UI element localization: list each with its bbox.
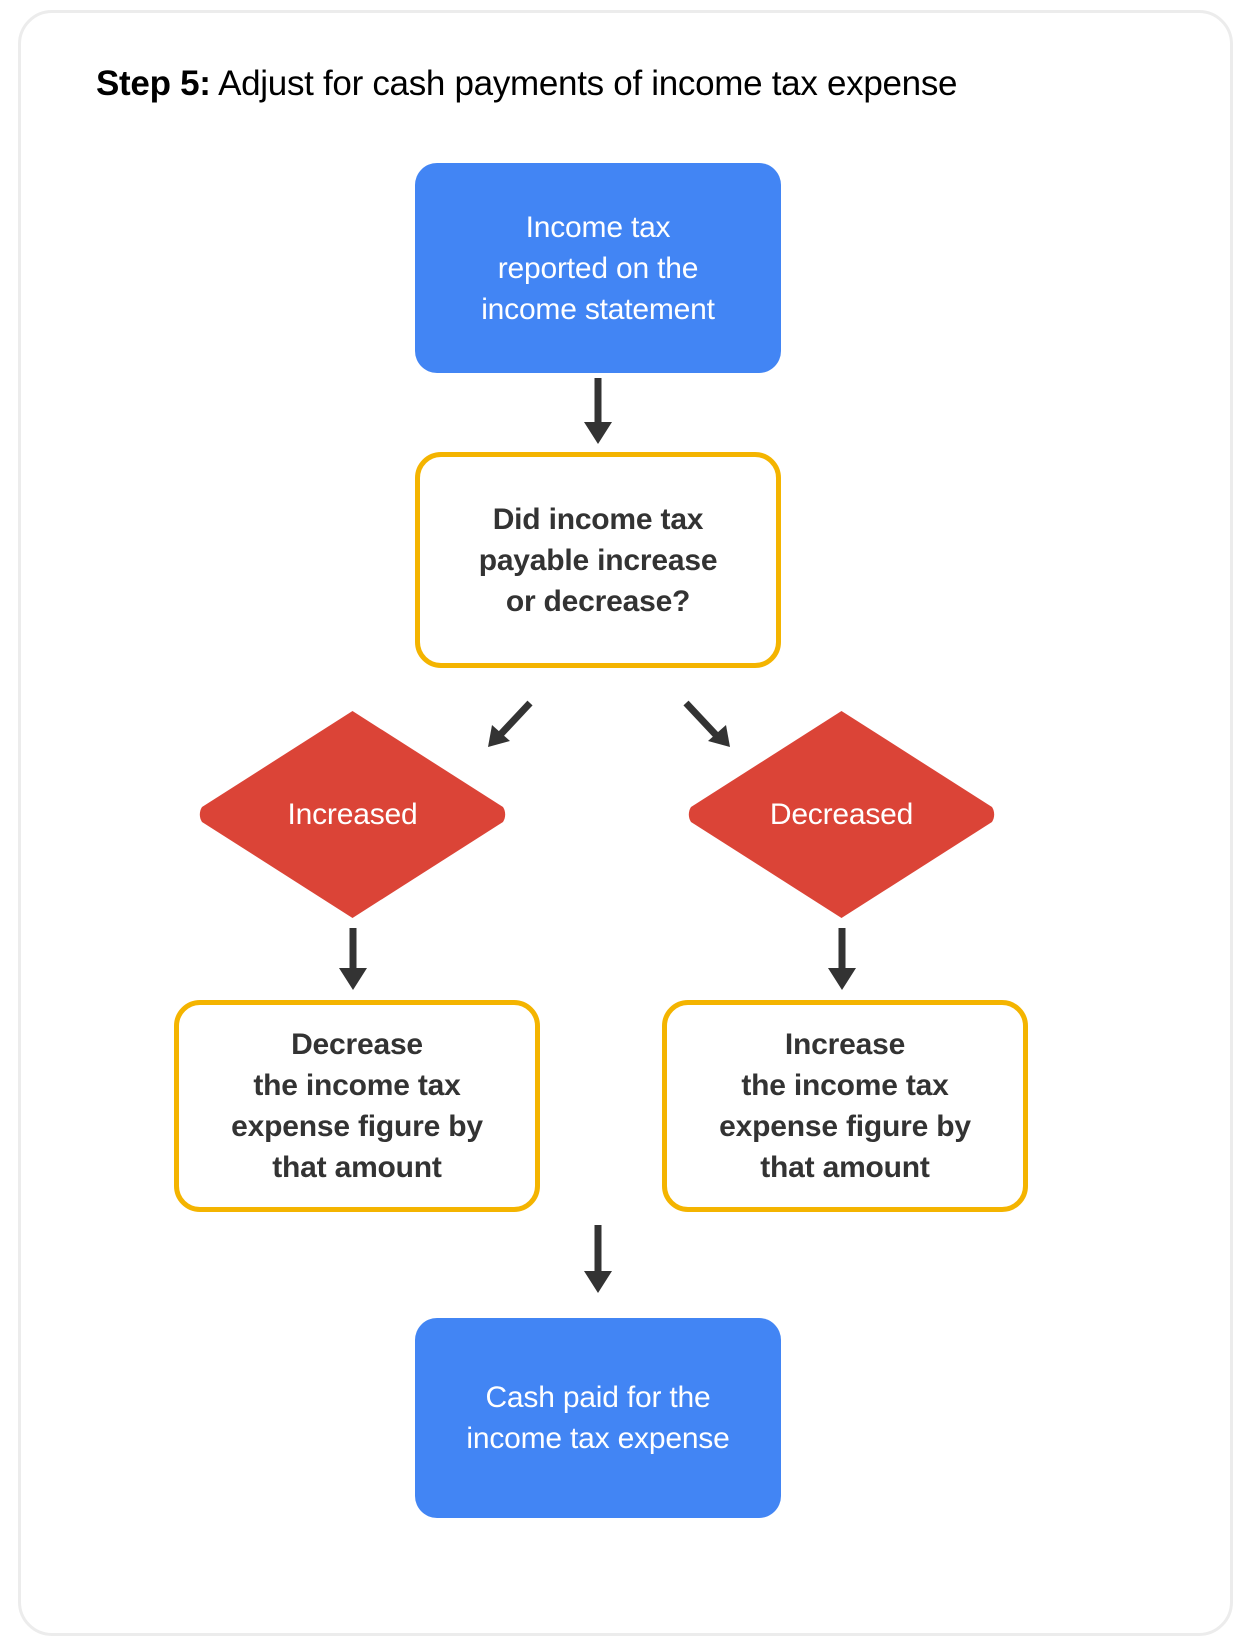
arrow-increased-to-decrease-box <box>339 928 367 990</box>
node-cash-paid[interactable]: Cash paid for the income tax expense <box>415 1318 781 1518</box>
node-decrease-expense-label: Decrease the income tax expense figure b… <box>231 1028 483 1184</box>
node-increased-label-wrap: Increased <box>195 707 510 922</box>
arrow-decision-to-decreased <box>683 700 730 747</box>
node-decision-income-tax-payable[interactable]: Did income tax payable increase or decre… <box>415 452 781 668</box>
node-increased-diamond[interactable]: Increased <box>195 707 510 922</box>
node-income-tax-reported[interactable]: Income tax reported on the income statem… <box>415 163 781 373</box>
diamond-shape-increased <box>199 711 506 918</box>
node-decreased-label: Decreased <box>769 797 914 831</box>
node-decreased-label-wrap: Decreased <box>684 707 999 922</box>
title-step-label: Step 5: <box>96 64 211 103</box>
node-decreased-diamond[interactable]: Decreased <box>684 707 999 922</box>
arrow-income-to-decision <box>584 378 612 444</box>
node-increased-label: Increased <box>287 797 418 831</box>
arrow-decreased-to-increase-box <box>828 928 856 990</box>
node-increase-expense-label: Increase the income tax expense figure b… <box>719 1028 971 1184</box>
node-income-tax-reported-label: Income tax reported on the income statem… <box>481 210 715 326</box>
node-cash-paid-label: Cash paid for the income tax expense <box>466 1381 730 1455</box>
node-decision-label: Did income tax payable increase or decre… <box>478 502 718 618</box>
arrow-to-cash-paid <box>584 1225 612 1293</box>
arrow-decision-to-increased <box>488 700 533 747</box>
title-text: Adjust for cash payments of income tax e… <box>210 64 958 103</box>
node-decrease-expense[interactable]: Decrease the income tax expense figure b… <box>174 1000 540 1212</box>
diamond-shape-decreased <box>688 711 995 918</box>
page-title: Step 5: Adjust for cash payments of inco… <box>96 62 1136 106</box>
node-increase-expense[interactable]: Increase the income tax expense figure b… <box>662 1000 1028 1212</box>
